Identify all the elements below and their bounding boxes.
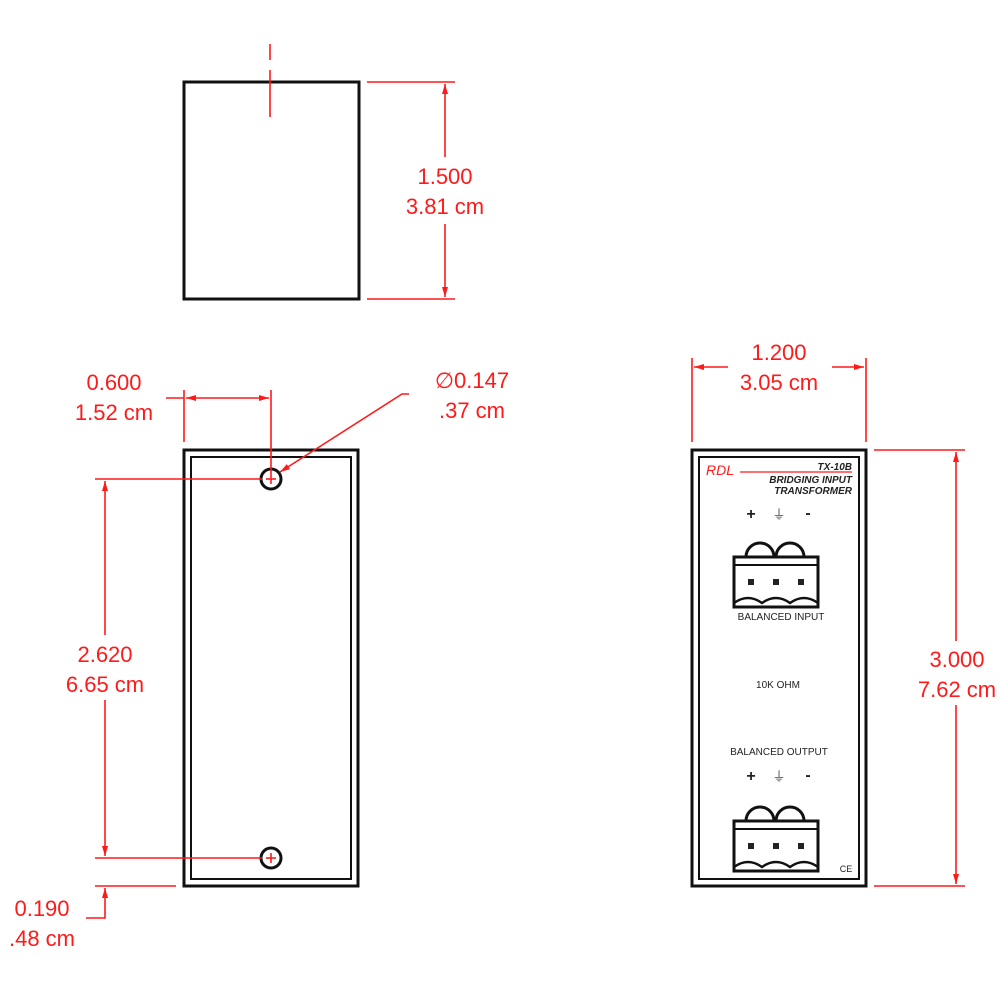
ce-mark: CE <box>840 864 853 874</box>
mounting-view: 0.600 1.52 cm ∅0.147 .37 cm 2.620 6.65 c… <box>9 368 509 951</box>
balanced-output-label: BALANCED OUTPUT <box>730 747 828 758</box>
height-dim-cm: 7.62 cm <box>918 677 996 702</box>
offset-leader <box>86 888 108 919</box>
output-pin-minus: - <box>805 767 810 784</box>
top-view-outline <box>182 80 361 301</box>
hole-y-dim-inches: 2.620 <box>77 642 132 667</box>
output-pin-plus: + <box>746 768 755 785</box>
balanced-input-label: BALANCED INPUT <box>738 612 825 623</box>
height-dim-inches: 3.000 <box>929 647 984 672</box>
panel-inner-outline <box>698 456 860 880</box>
output-connector <box>732 805 820 873</box>
panel-outer-outline <box>690 448 868 888</box>
height-dim-cm: 3.81 cm <box>406 194 484 219</box>
diameter-leader <box>279 393 409 473</box>
height-dim-inches: 1.500 <box>417 164 472 189</box>
hole-x-dim-cm: 1.52 cm <box>75 400 153 425</box>
hole-diameter-dim-inches: ∅0.147 <box>435 368 509 393</box>
output-pin-ground: ⏚ <box>772 770 785 785</box>
bottom-offset-dim-cm: .48 cm <box>9 926 75 951</box>
input-pin-plus: + <box>746 506 755 523</box>
width-dim-inches: 1.200 <box>751 340 806 365</box>
product-name-line1: BRIDGING INPUT <box>769 475 853 486</box>
product-name-line2: TRANSFORMER <box>774 486 853 497</box>
plate-outer-outline <box>182 448 360 888</box>
front-panel-view: 1.200 3.05 cm 3.000 7.62 cm RDL TX-10B B… <box>690 340 996 888</box>
input-connector <box>732 541 820 609</box>
impedance-label: 10K OHM <box>756 680 800 691</box>
hole-x-dim-inches: 0.600 <box>86 370 141 395</box>
hole-y-dim-cm: 6.65 cm <box>66 672 144 697</box>
plate-inner-outline <box>190 456 352 880</box>
brand-logo: RDL <box>706 462 734 478</box>
hole-diameter-dim-cm: .37 cm <box>439 398 505 423</box>
model-number: TX-10B <box>818 462 852 473</box>
input-pin-ground: ⏚ <box>772 508 785 523</box>
width-dim-cm: 3.05 cm <box>740 370 818 395</box>
top-view: 1.500 3.81 cm <box>182 44 484 301</box>
bottom-offset-dim-inches: 0.190 <box>14 896 69 921</box>
input-pin-minus: - <box>805 505 810 522</box>
